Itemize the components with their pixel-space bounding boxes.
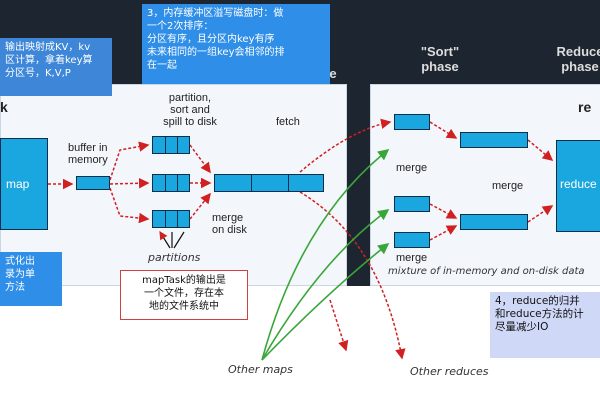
merge-label-mid: merge [492,180,524,192]
spill-file-2 [152,174,190,192]
arrow-to-other-reduces [299,191,406,360]
buffer-label: buffer in memory [68,142,108,166]
reduce-task-box [556,140,600,232]
arrow-merged1-to-reduce [527,139,554,161]
arrow-spill3-to-merge [189,192,211,220]
other-reduces-label: Other reduces [410,365,489,378]
merge-label-top: merge [396,162,428,174]
spill-file-1 [152,136,190,154]
arrow-spill1-to-merge [189,144,211,174]
merge-on-disk-label: merge on disk [212,212,247,236]
reduce-label: reduce [560,177,597,191]
buffer-box [76,176,110,190]
note-map-output-kv: 输出映射成KV，kv 区计算，拿着key算 分区号，K,V,P [0,38,112,96]
partition-pointer-1 [159,230,171,249]
fetched-segment-1 [394,114,430,130]
reduce-side-header-fragment: re [578,99,592,115]
note-reduce-merge: 4，reduce的归并 和reduce方法的计 尽量减少IO [490,292,600,358]
arrow-merge-bottom [429,225,458,241]
green-arrow-2 [261,209,390,361]
note-spill-sort: 3，内存缓冲区溢写磁盘时：做 一个2次排序： 分区有序，且分区内key有序 未来… [142,4,330,84]
partition-sort-spill-label: partition, sort and spill to disk [163,92,217,128]
fetch-label: fetch [276,116,300,128]
green-arrow-1 [261,149,390,361]
green-arrow-3 [261,243,390,361]
sort-phase-heading: "Sort" phase [420,44,460,74]
fetched-segment-3 [394,232,430,248]
mixture-label: mixture of in-memory and on-disk data [388,266,585,277]
arrow-merged2-to-reduce [527,205,554,223]
arrow-buffer-to-spill-1 [109,141,150,181]
map-side-header-fragment: k [0,99,8,115]
spill-file-3 [152,210,190,228]
arrow-merge-top [429,121,458,139]
arrow-buffer-to-spill-2 [109,177,150,189]
merged-segment-2 [460,214,528,230]
note-maptask-output: mapTask的输出是 一个文件，存在本 地的文件系统中 [120,270,248,320]
map-label: map [6,177,30,191]
merge-label-bottom: merge [396,252,428,264]
arrow-fetch [299,118,392,173]
reduce-phase-heading: Reduce phase [556,44,600,74]
partitions-label: partitions [148,251,201,264]
map-task-box [0,138,48,230]
note-left-middle: 式化出 录为单 方法 [0,252,62,306]
merged-map-output [214,174,324,192]
fetched-segment-2 [394,196,430,212]
copy-phase-heading-fragment: e [329,66,337,81]
merged-segment-1 [460,132,528,148]
arrow-merge-mid [429,203,458,219]
partition-pointer-3 [173,231,185,249]
arrow-buffer-to-spill-3 [109,187,150,224]
other-maps-label: Other maps [228,363,293,376]
arrow-bottom-to-other [329,299,349,352]
